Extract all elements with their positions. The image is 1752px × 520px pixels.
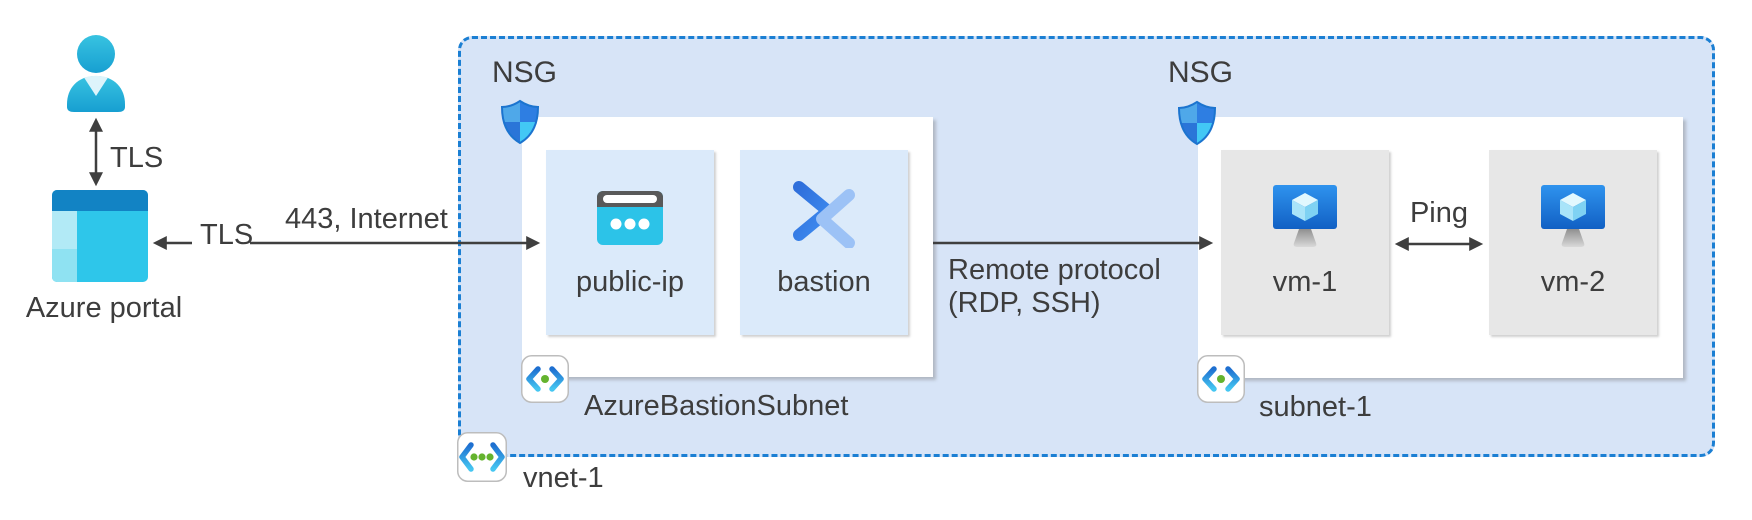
remote-protocol-label: Remote protocol (RDP, SSH) [948,254,1161,320]
subnet-icon [1197,355,1245,403]
resource-label: public-ip [576,266,684,298]
vm-icon [1541,185,1605,247]
nsg-label-subnet1: NSG [1168,56,1234,89]
resource-card-public-ip: public-ip [546,150,714,335]
subnet-1-label: subnet-1 [1259,391,1372,423]
nsg-label-bastion: NSG [492,56,558,89]
remote-protocol-line2: (RDP, SSH) [948,287,1101,319]
vm-icon [1273,185,1337,247]
internet-port-label: 443, Internet [285,203,448,235]
azure-portal-icon [52,190,148,282]
remote-protocol-line1: Remote protocol [948,254,1161,286]
resource-card-vm-1: vm-1 [1221,150,1389,335]
resource-card-bastion: bastion [740,150,908,335]
tls-horizontal-label: TLS [200,219,254,251]
bastion-icon [793,181,855,248]
vnet-1-label: vnet-1 [523,462,604,494]
resource-label: bastion [777,266,871,298]
resource-label: vm-2 [1540,266,1606,298]
ping-label: Ping [1409,197,1469,229]
user-icon [67,35,125,112]
vnet-icon [457,432,507,482]
nsg-shield-icon [1177,100,1217,146]
tls-vertical-label: TLS [110,142,164,174]
subnet-icon [521,355,569,403]
resource-card-vm-2: vm-2 [1489,150,1657,335]
nsg-shield-icon [500,99,540,145]
azure-bastion-subnet-label: AzureBastionSubnet [584,390,849,422]
resource-label: vm-1 [1272,266,1338,298]
public-ip-icon [597,191,663,245]
azure-portal-label: Azure portal [25,292,183,324]
